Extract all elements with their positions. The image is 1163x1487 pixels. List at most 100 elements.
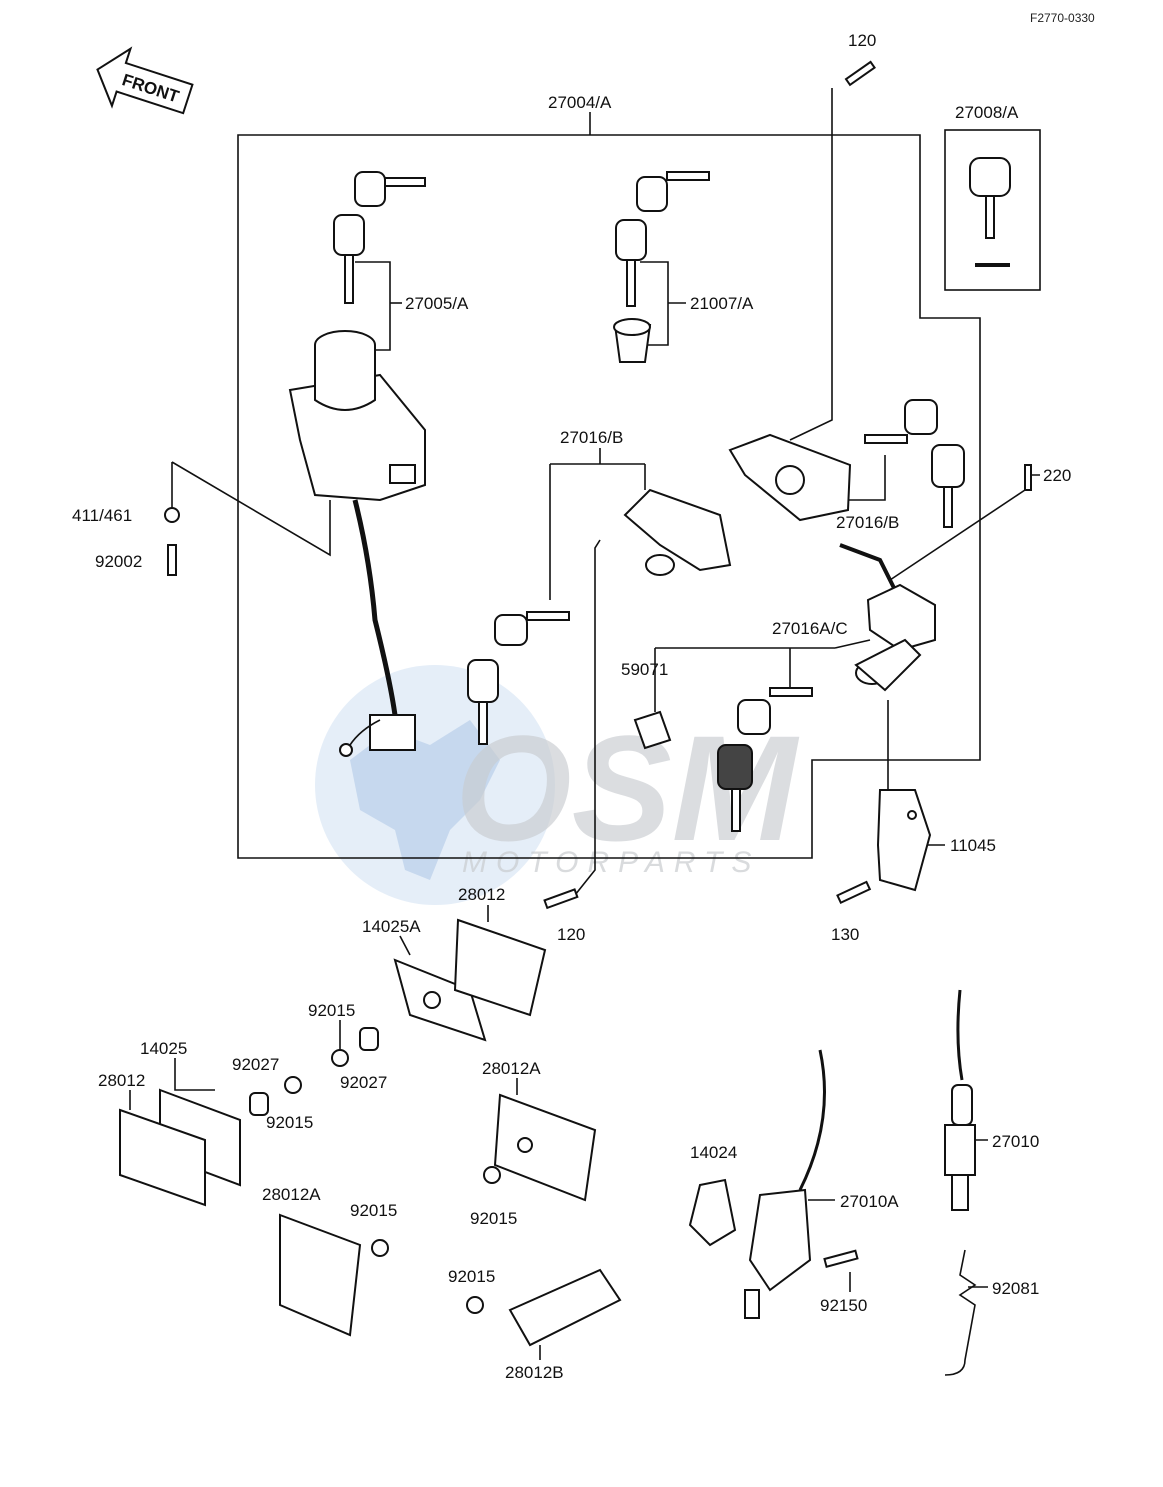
switch-27010-sleeve bbox=[951, 1084, 973, 1126]
label-92015-a: 92015 bbox=[308, 1001, 355, 1020]
lock-cylinder-21007-face bbox=[613, 318, 651, 336]
key-head bbox=[467, 659, 499, 703]
bolt-120-mid bbox=[543, 888, 579, 910]
label-28012-left: 28012 bbox=[98, 1071, 145, 1090]
reflector-lens bbox=[493, 1093, 597, 1202]
key-blade bbox=[769, 687, 813, 697]
ignition-connector bbox=[369, 714, 416, 751]
leader-27016b-right bbox=[847, 455, 886, 501]
key-blade bbox=[626, 259, 636, 307]
nut-92015-e bbox=[466, 1296, 484, 1314]
label-27008: 27008/A bbox=[955, 103, 1019, 122]
key-blade bbox=[666, 171, 710, 181]
lock-body bbox=[866, 583, 936, 652]
key-head bbox=[931, 444, 965, 488]
leader-27016b-center bbox=[549, 448, 646, 600]
label-92081: 92081 bbox=[992, 1279, 1039, 1298]
reflector-lens bbox=[453, 918, 547, 1017]
label-92002: 92002 bbox=[95, 552, 142, 571]
reflector-14025a bbox=[393, 958, 487, 1042]
label-14024: 14024 bbox=[690, 1143, 737, 1162]
label-220: 220 bbox=[1043, 466, 1071, 485]
leader-220 bbox=[889, 474, 1040, 581]
label-92015-e: 92015 bbox=[448, 1267, 495, 1286]
label-411: 411/461 bbox=[72, 506, 132, 525]
key-head bbox=[636, 176, 668, 212]
key-card-head bbox=[969, 157, 1011, 197]
front-arrow-shape bbox=[96, 46, 194, 115]
key-card-27008 bbox=[944, 129, 1041, 291]
switch-27010-thread bbox=[951, 1174, 969, 1211]
fasteners bbox=[164, 60, 1032, 1314]
ignition-cylinder bbox=[314, 345, 376, 411]
key-blade bbox=[384, 177, 426, 187]
switch-cover bbox=[688, 1178, 737, 1247]
reflector-lens bbox=[508, 1268, 622, 1347]
spacer-92027-b bbox=[249, 1092, 269, 1116]
label-27005: 27005/A bbox=[405, 294, 469, 313]
leader-27005 bbox=[355, 261, 391, 351]
label-28012a-left: 28012A bbox=[262, 1185, 321, 1204]
clip-59071 bbox=[633, 710, 672, 750]
switch-27010-body bbox=[944, 1124, 976, 1176]
bracket-11045 bbox=[876, 789, 932, 892]
label-92015-d: 92015 bbox=[350, 1201, 397, 1220]
nut-92015-a bbox=[331, 1049, 349, 1067]
lock-hole bbox=[775, 465, 805, 495]
lock-27016b-right bbox=[728, 433, 852, 522]
label-27016ac: 27016A/C bbox=[772, 619, 848, 638]
switch-27010a-wire bbox=[798, 1049, 826, 1191]
lock-lever bbox=[839, 543, 902, 601]
switch-27010-wire bbox=[956, 989, 964, 1081]
bolt-130 bbox=[836, 880, 872, 905]
key-head bbox=[333, 214, 365, 256]
ignition-switch bbox=[288, 330, 426, 757]
key-head bbox=[717, 744, 753, 790]
key-blade bbox=[344, 254, 354, 304]
label-92150: 92150 bbox=[820, 1296, 867, 1315]
label-120-top: 120 bbox=[848, 31, 876, 50]
reflector-lens bbox=[279, 1213, 362, 1337]
label-27010: 27010 bbox=[992, 1132, 1039, 1151]
leader-411 bbox=[171, 461, 331, 557]
switch-14024 bbox=[688, 1178, 737, 1247]
label-14025: 14025 bbox=[140, 1039, 187, 1058]
bracket-body bbox=[876, 789, 932, 892]
spacer-92027-a bbox=[359, 1027, 379, 1051]
reflector-stud bbox=[517, 1137, 533, 1153]
label-120-mid: 120 bbox=[557, 925, 585, 944]
group-bracket-27004 bbox=[237, 134, 981, 859]
bolt-92150 bbox=[823, 1249, 859, 1268]
screw-220 bbox=[1024, 464, 1032, 491]
reflector-28012a-left bbox=[279, 1213, 362, 1337]
spring-92081 bbox=[944, 1249, 977, 1376]
leader-120-top bbox=[789, 88, 833, 441]
leader-14025a bbox=[399, 935, 411, 956]
ignition-tab bbox=[389, 464, 416, 484]
key-blade bbox=[731, 788, 741, 832]
clip-body bbox=[633, 710, 672, 750]
washer-411 bbox=[164, 507, 180, 523]
leader-27016ac bbox=[654, 639, 871, 712]
label-92015-b: 92015 bbox=[266, 1113, 313, 1132]
bolt-120-top bbox=[844, 60, 876, 87]
label-14025a: 14025A bbox=[362, 917, 421, 936]
label-130: 130 bbox=[831, 925, 859, 944]
key-head bbox=[615, 219, 647, 261]
diagram-ref: F2770-0330 bbox=[1030, 11, 1095, 25]
reflector-stud bbox=[423, 991, 441, 1009]
reflector-28012b bbox=[508, 1268, 622, 1347]
label-27004: 27004/A bbox=[548, 93, 612, 112]
watermark-tagline: MOTORPARTS bbox=[462, 846, 760, 879]
nut-92015-b bbox=[284, 1076, 302, 1094]
key-blade bbox=[526, 611, 570, 621]
leader-120-mid bbox=[574, 539, 601, 896]
nut-92015-d bbox=[371, 1239, 389, 1257]
key-pair-27005 bbox=[333, 171, 426, 304]
lock-27016b-center bbox=[623, 488, 732, 576]
reflector-left-pair bbox=[119, 1088, 241, 1207]
label-11045: 11045 bbox=[950, 836, 996, 855]
ignition-ground-lead bbox=[349, 719, 381, 746]
label-28012-top: 28012 bbox=[458, 885, 505, 904]
key-pair-27016ac bbox=[717, 687, 813, 832]
